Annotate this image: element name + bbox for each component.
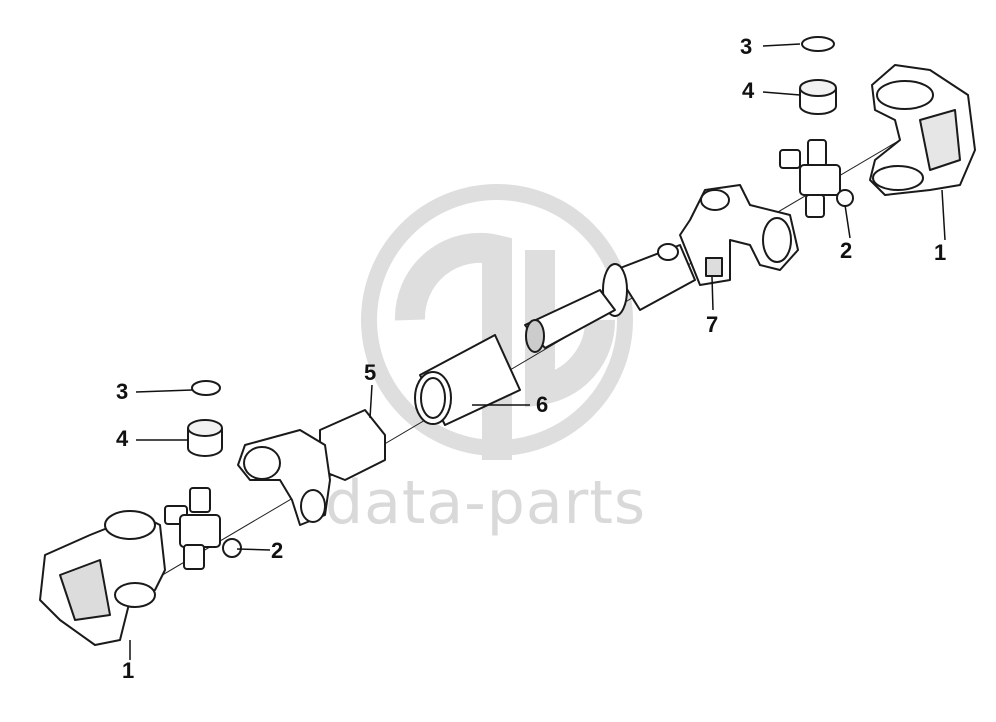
bearing-cup-top bbox=[799, 79, 837, 115]
callout-3-bottom: 3 bbox=[116, 379, 129, 404]
splined-tube bbox=[524, 243, 696, 353]
watermark-text: data-parts bbox=[325, 468, 647, 538]
callout-1-right: 1 bbox=[934, 240, 947, 265]
watermark-logo bbox=[361, 184, 633, 460]
flange-yoke-left bbox=[39, 510, 166, 646]
bearing-cup-bottom bbox=[187, 419, 223, 457]
snap-ring-bottom bbox=[191, 380, 221, 396]
cross-spider-left bbox=[164, 487, 242, 570]
callout-2-left: 2 bbox=[271, 538, 284, 563]
leader-lines bbox=[129, 43, 946, 660]
callout-4-top: 4 bbox=[742, 78, 755, 103]
tube-yoke-left bbox=[237, 409, 386, 526]
callout-4-bottom: 4 bbox=[116, 426, 129, 451]
snap-ring-top bbox=[801, 36, 835, 52]
callout-1-left: 1 bbox=[122, 658, 135, 683]
callout-6: 6 bbox=[536, 392, 549, 417]
callout-2-right: 2 bbox=[840, 238, 853, 263]
cross-spider-right bbox=[779, 139, 854, 218]
callout-7: 7 bbox=[706, 312, 719, 337]
protective-sleeve bbox=[414, 334, 521, 426]
slip-yoke bbox=[679, 184, 799, 286]
flange-yoke-right bbox=[869, 64, 976, 196]
callout-5: 5 bbox=[364, 360, 377, 385]
callout-3-top: 3 bbox=[740, 34, 753, 59]
